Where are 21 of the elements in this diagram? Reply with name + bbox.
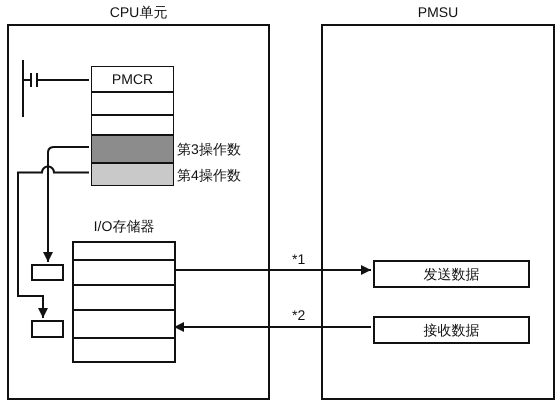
cell-text: 接收数据 bbox=[424, 323, 480, 337]
arrow bbox=[174, 265, 371, 275]
register-box bbox=[31, 320, 64, 338]
table-heading: I/O存储器 bbox=[94, 219, 154, 233]
arrow bbox=[174, 322, 371, 332]
panel-title: PMSU bbox=[418, 5, 458, 19]
edge-label: *2 bbox=[290, 308, 308, 322]
cell-text: 发送数据 bbox=[424, 267, 480, 281]
arrow bbox=[43, 146, 89, 262]
table-row bbox=[91, 92, 174, 115]
edge-label: *1 bbox=[290, 252, 308, 266]
operand-label: 第4操作数 bbox=[177, 168, 241, 182]
operand-label: 第3操作数 bbox=[177, 142, 241, 156]
panel-title: CPU单元 bbox=[110, 5, 168, 19]
register-box bbox=[31, 264, 64, 281]
arrow bbox=[17, 166, 89, 318]
table-row bbox=[91, 66, 174, 92]
data-box bbox=[373, 260, 530, 288]
data-box bbox=[373, 316, 530, 344]
cell-text: PMCR bbox=[112, 72, 154, 86]
table-row bbox=[91, 115, 174, 135]
